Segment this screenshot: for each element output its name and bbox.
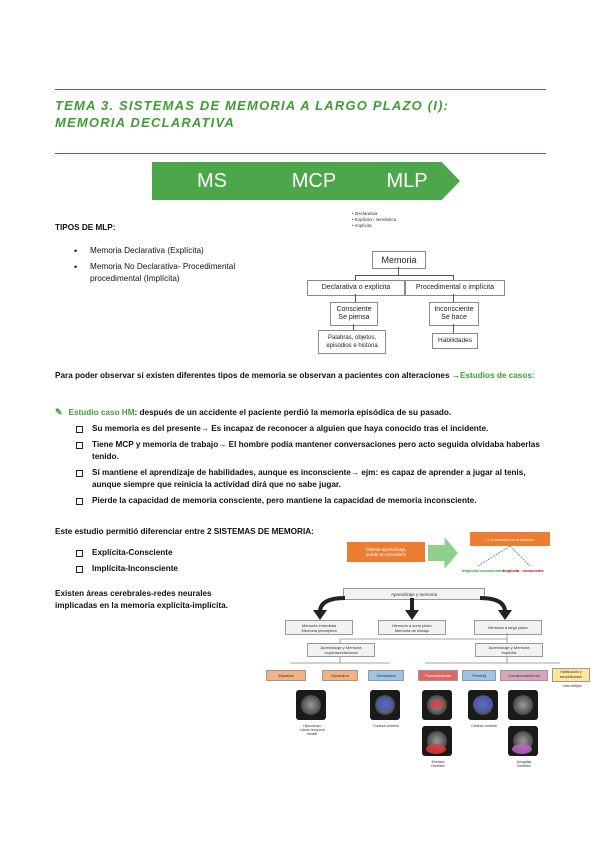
list-item: Sí mantiene el aprendizaje de habilidade… [74,467,544,491]
fig-espacial: Espacial [266,670,306,681]
brain-scan-condicionamiento [508,690,538,720]
fig-lines-l2 [290,633,560,664]
fig-explicita: Aprendizaje y Memoria explícita/relacion… [307,643,375,657]
mini-label-left: Implícita inconsciente [462,568,504,573]
tipos-list: Memoria Declarativa (Explícita) Memoria … [72,245,272,285]
caption: Amígdala Cerebelo [516,760,532,768]
flow-step-mcp: MCP [252,162,368,200]
systems-list: Explícita-Consciente Implícita-Inconscie… [74,547,274,575]
cerebelo-1-highlight [426,744,446,754]
list-item: Memoria No Declarativa- Procedimental [72,261,272,273]
intro-paragraph: Para poder observar si existen diferente… [55,371,535,380]
fig-mid-3: Memoria a largo plazo [474,620,542,635]
mini-label-right: Implícita · consciente [503,568,544,573]
list-item: Tiene MCP y memoria de trabajo→ El hombr… [74,439,544,463]
mini-branch-lines [477,546,531,567]
semantica-highlight [377,697,393,711]
fig-priming: Priming [462,670,496,681]
tree-consciente: Consciente Se piensa [330,302,378,326]
procedimental-highlight [430,700,444,708]
cerebelo-2-highlight [512,744,532,754]
tree-procedimental: Procedimental o implícita [405,280,505,296]
caption: Hipocampo Lóbulo temporal medial [299,724,325,736]
fig-episodica: Episódica [322,670,358,681]
fig-arrows [313,596,512,620]
tree-connector [453,275,454,280]
tree-habilidades: Habilidades [432,333,478,349]
tree-connector [355,294,356,302]
fig-implicita: Aprendizaje y Memoria implícita [475,643,543,657]
pencil-icon: ✎ [55,407,63,417]
top-rule [55,89,546,90]
tree-connector [453,324,454,333]
mini-left-box: Distinta aprendizaje, puede no recordarl… [347,542,425,562]
caption: Corteza cerebral [373,724,399,728]
list-item: Implícita-Inconsciente [74,563,274,575]
tree-inconsciente: Inconsciente Se hace [429,302,479,326]
tipos-heading: TIPOS DE MLP: [55,223,116,232]
case-study: ✎Estudio caso HM: después de un accident… [55,407,452,417]
tree-connector [355,275,453,276]
list-item: Explícita-Consciente [74,547,274,559]
mini-arrow [428,537,458,569]
list-item-cont: procedimental (Implícita) [90,274,180,283]
page-title: TEMA 3. SISTEMAS DE MEMORIA A LARGO PLAZ… [55,98,450,130]
priming-highlight [473,696,493,712]
fig-semantica: Semántica [368,670,404,681]
list-item: Pierde la capacidad de memoria conscient… [74,495,544,507]
tree-connector [398,267,399,275]
tree-root: Memoria [372,251,426,269]
tree-connector [453,294,454,302]
tree-palabras: Palabras, objetos, episodios e historia [318,330,386,354]
tree-connector [353,324,354,330]
flow-step-mlp: MLP [346,162,460,200]
fig-habituacion: Habituación y sensibilización [552,668,590,682]
fig-mid-2: Memoria a corto plazo Memoria de trabajo [378,620,446,635]
tree-declarativa: Declarativa o explícita [307,280,405,296]
caption: Vías reflejas [562,684,582,688]
case-points: Su memoria es del presente→ Es incapaz d… [74,423,544,507]
title-rule [55,153,546,154]
brain-scan-hipocampo [296,690,326,720]
systems-text: Este estudio permitió diferenciar entre … [55,527,314,536]
tree-connector [355,275,356,280]
list-item: Su memoria es del presente→ Es incapaz d… [74,423,544,435]
list-item: Memoria Declarativa (Explícita) [72,245,272,257]
areas-text: Existen áreas cerebrales-redes neurales … [55,589,228,610]
fig-condicionamiento: Condicionamiento [500,670,548,681]
flow-notes: • Declarativa • Explícita / semántica • … [352,211,397,228]
fig-procedimental: Procedimental [418,670,458,681]
flow-step-ms: MS [152,162,272,200]
fig-mid-1: Memoria inmediata Memoria perceptiva [285,620,353,635]
mini-right-box: • La memoria en el sistema [470,532,550,546]
caption: Corteza cerebral [471,724,497,728]
caption: Estriado Cerebelo [430,760,446,768]
